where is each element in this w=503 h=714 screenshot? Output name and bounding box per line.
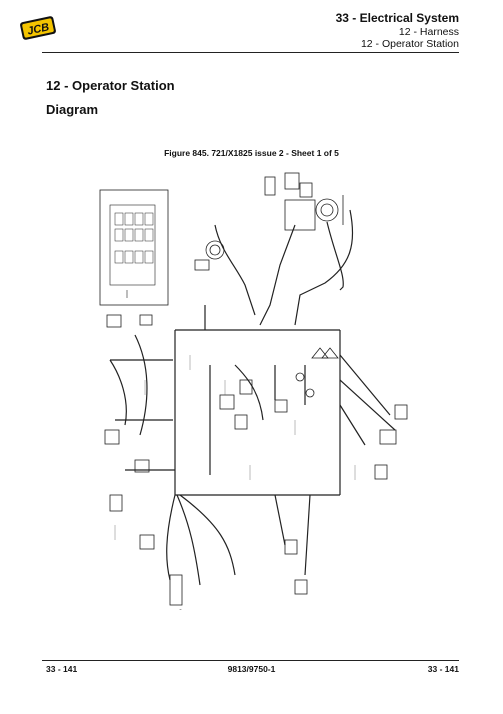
page-header: 33 - Electrical System 12 - Harness 12 -…: [335, 11, 459, 50]
section-title: 12 - Operator Station: [46, 78, 175, 93]
figure-caption: Figure 845. 721/X1825 issue 2 - Sheet 1 …: [164, 148, 339, 158]
footer-page-left: 33 - 141: [46, 664, 78, 674]
fuse-box-inset: [99, 189, 169, 306]
wiring-diagram: [99, 172, 408, 610]
header-section: 12 - Operator Station: [360, 37, 459, 50]
top-connector-cluster: [264, 172, 344, 231]
jcb-logo: JCB: [20, 16, 56, 40]
footer-divider: [42, 660, 459, 661]
header-system: 33 - Electrical System: [335, 11, 459, 25]
header-subsystem: 12 - Harness: [398, 25, 459, 38]
wire-labels: [114, 355, 356, 540]
harness-trunk: [109, 209, 396, 586]
component-connectors: [104, 240, 408, 610]
section-subtitle: Diagram: [46, 102, 99, 117]
svg-text:JCB: JCB: [26, 21, 50, 37]
footer-page-right: 33 - 141: [427, 664, 459, 674]
footer-doc-number: 9813/9750-1: [227, 664, 276, 674]
header-divider: [42, 52, 459, 53]
